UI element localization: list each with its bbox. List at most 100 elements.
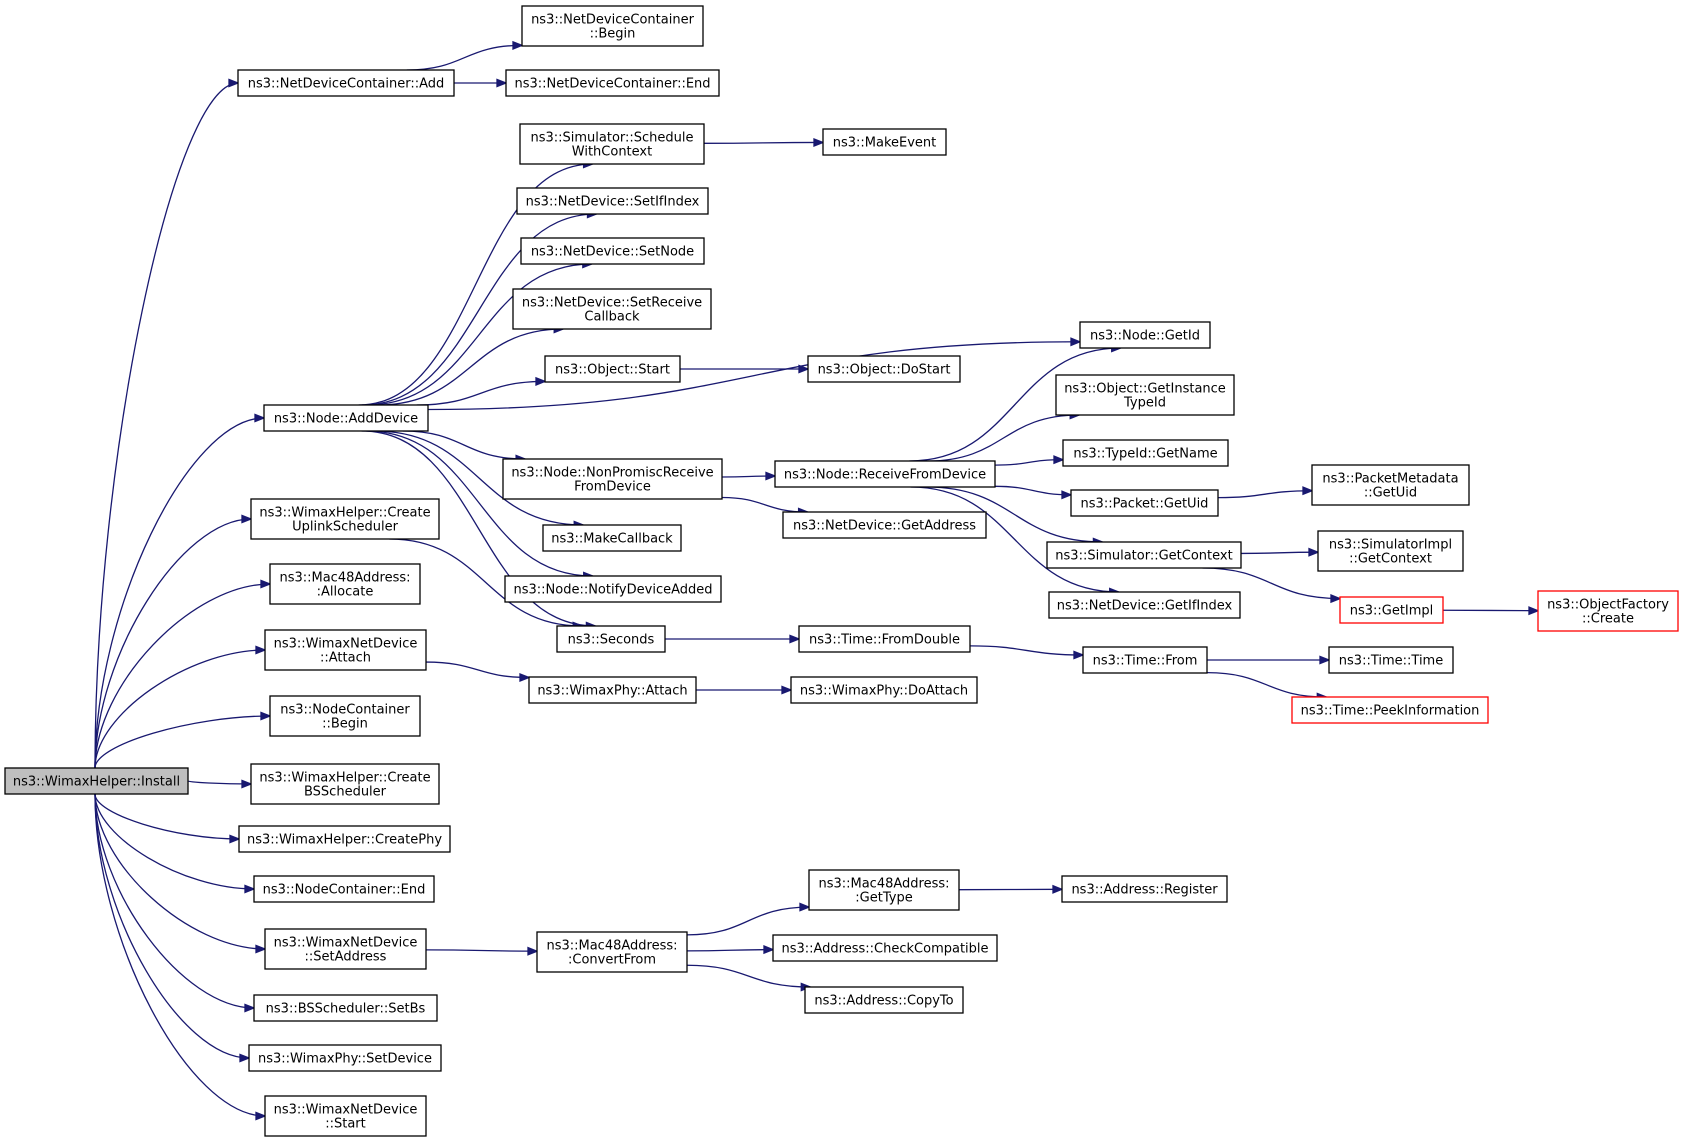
node-nd-getaddress[interactable]: ns3::NetDevice::GetAddress (782, 511, 987, 539)
node-nd-setnode[interactable]: ns3::NetDevice::SetNode (520, 237, 705, 265)
edge-mac48-convertfrom-to-addr-checkcompat (686, 945, 775, 955)
node-nd-getifindex[interactable]: ns3::NetDevice::GetIfIndex (1048, 591, 1241, 619)
edge-sim-schedwc-to-makeevent (703, 137, 825, 148)
node-time-from[interactable]: ns3::Time::From (1082, 646, 1208, 674)
node-box (263, 404, 429, 432)
node-nc-end[interactable]: ns3::NodeContainer::End (253, 875, 435, 903)
edge-line (994, 485, 1072, 496)
node-install[interactable]: ns3::WimaxHelper::Install (4, 767, 189, 795)
arrowhead (229, 834, 241, 844)
node-wnd-setaddress[interactable]: ns3::WimaxNetDevice::SetAddress (264, 928, 427, 970)
edge-line (361, 430, 596, 627)
node-node-recvfromdev[interactable]: ns3::Node::ReceiveFromDevice (774, 460, 996, 488)
node-sim-getcontext[interactable]: ns3::Simulator::GetContext (1046, 541, 1242, 569)
arrowhead (512, 40, 524, 50)
edge-packet-getuid-to-pktmeta-getuid (1217, 486, 1314, 499)
arrowhead (1061, 490, 1073, 500)
node-label: ns3::Seconds (568, 633, 655, 648)
node-wnd-start[interactable]: ns3::WimaxNetDevice::Start (264, 1095, 427, 1137)
node-pktmeta-getuid[interactable]: ns3::PacketMetadata::GetUid (1311, 464, 1470, 506)
arrowhead (241, 514, 253, 524)
node-wphy-doattach[interactable]: ns3::WimaxPhy::DoAttach (790, 676, 978, 704)
node-box (505, 69, 720, 97)
edge-line (377, 328, 564, 406)
node-makecallback[interactable]: ns3::MakeCallback (542, 524, 682, 552)
node-ndc-add[interactable]: ns3::NetDeviceContainer::Add (237, 69, 455, 97)
node-label: ns3::WimaxHelper::Create (259, 771, 430, 786)
node-label: WithContext (572, 145, 652, 160)
node-addr-copyto[interactable]: ns3::Address::CopyTo (804, 986, 964, 1014)
arrowhead (1528, 606, 1540, 616)
node-box (1291, 696, 1489, 724)
node-box (250, 763, 440, 805)
node-packet-getuid[interactable]: ns3::Packet::GetUid (1070, 489, 1219, 517)
node-box (512, 288, 712, 330)
edge-line (94, 715, 271, 769)
edge-line (686, 964, 811, 988)
node-box (774, 460, 996, 488)
node-label: Callback (584, 310, 640, 325)
edge-install-to-ndc-add (94, 78, 240, 769)
node-mac48-allocate[interactable]: ns3::Mac48Address::Allocate (269, 563, 421, 605)
node-label: ns3::Object::GetInstance (1064, 382, 1226, 397)
arrowhead (789, 634, 801, 644)
node-node-adddevice[interactable]: ns3::Node::AddDevice (263, 404, 429, 432)
node-box (790, 676, 978, 704)
node-mac48-convertfrom[interactable]: ns3::Mac48Address::ConvertFrom (536, 931, 688, 973)
node-simimpl-getcontext[interactable]: ns3::SimulatorImpl::GetContext (1317, 530, 1464, 572)
edge-install-to-wnd-setaddress (94, 793, 267, 954)
node-label: :Allocate (317, 585, 374, 600)
node-label: :ConvertFrom (568, 953, 656, 968)
node-time-peekinfo[interactable]: ns3::Time::PeekInformation (1291, 696, 1489, 724)
node-time-time[interactable]: ns3::Time::Time (1328, 646, 1454, 674)
node-wphy-setdevice[interactable]: ns3::WimaxPhy::SetDevice (248, 1044, 442, 1072)
node-nc-begin[interactable]: ns3::NodeContainer::Begin (269, 695, 421, 737)
edge-line (94, 82, 239, 769)
node-bss-setbs[interactable]: ns3::BSScheduler::SetBs (253, 994, 438, 1022)
node-label: ns3::NetDeviceContainer (531, 13, 695, 28)
node-makeevent[interactable]: ns3::MakeEvent (822, 128, 947, 156)
node-wh-createphy[interactable]: ns3::WimaxHelper::CreatePhy (238, 825, 451, 853)
node-time-fromdouble[interactable]: ns3::Time::FromDouble (798, 625, 971, 653)
arrowhead (799, 902, 811, 912)
node-getimpl[interactable]: ns3::GetImpl (1339, 596, 1444, 624)
node-label: ns3::Address::Register (1071, 883, 1218, 898)
node-node-getid[interactable]: ns3::Node::GetId (1079, 321, 1211, 349)
edge-line (94, 793, 266, 1117)
node-wphy-attach[interactable]: ns3::WimaxPhy::Attach (528, 676, 697, 704)
edge-install-to-node-adddevice (94, 413, 266, 769)
edge-line (425, 949, 538, 952)
node-box (1079, 321, 1211, 349)
arrowhead (255, 944, 267, 954)
node-ndc-end[interactable]: ns3::NetDeviceContainer::End (505, 69, 720, 97)
node-node-notifyadded[interactable]: ns3::Node::NotifyDeviceAdded (504, 575, 722, 603)
node-objfactory-create[interactable]: ns3::ObjectFactory::Create (1537, 590, 1679, 632)
edge-install-to-bss-setbs (94, 793, 256, 1013)
node-mac48-gettype[interactable]: ns3::Mac48Address::GetType (808, 869, 960, 911)
edge-install-to-nc-begin (94, 711, 272, 769)
node-seconds[interactable]: ns3::Seconds (556, 625, 666, 653)
node-obj-dostart[interactable]: ns3::Object::DoStart (807, 355, 961, 383)
node-typeid-getname[interactable]: ns3::TypeId::GetName (1062, 439, 1229, 467)
node-label: ns3::MakeCallback (551, 532, 673, 547)
arrowhead (244, 1003, 256, 1013)
node-ndc-begin[interactable]: ns3::NetDeviceContainer::Begin (521, 5, 704, 47)
edge-line (374, 430, 584, 526)
edge-line (994, 459, 1064, 466)
node-obj-start[interactable]: ns3::Object::Start (544, 355, 681, 383)
edge-line (94, 649, 266, 769)
node-addr-register[interactable]: ns3::Address::Register (1061, 875, 1228, 903)
node-nd-setifindex[interactable]: ns3::NetDevice::SetIfIndex (516, 187, 709, 215)
node-label: ns3::NetDevice::GetIfIndex (1057, 599, 1233, 614)
node-addr-checkcompat[interactable]: ns3::Address::CheckCompatible (772, 934, 998, 962)
node-label: ns3::Mac48Address: (546, 939, 677, 954)
node-box (798, 625, 971, 653)
node-wnd-attach[interactable]: ns3::WimaxNetDevice::Attach (264, 629, 427, 671)
arrowhead (1302, 486, 1314, 496)
